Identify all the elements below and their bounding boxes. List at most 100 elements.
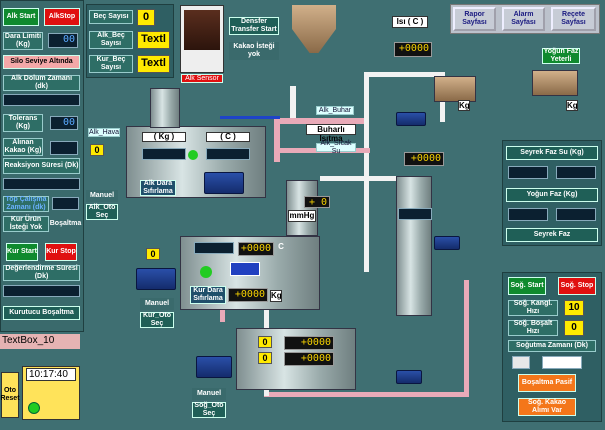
bottom-pump	[396, 370, 422, 384]
kur-bec-text: Textl	[137, 55, 170, 73]
reaksiyon-suresi-label: Reaksiyon Süresi (Dk)	[3, 158, 80, 174]
isi-label: Isı ( C )	[392, 16, 428, 28]
vessel-left-kg: Kg	[458, 100, 470, 111]
top-right-pump	[396, 112, 426, 126]
sog-motor	[196, 356, 232, 378]
pipe-blue	[220, 116, 280, 119]
alk-stop-button[interactable]: AlkStop	[44, 8, 80, 26]
kur-c-display: +0000	[238, 242, 274, 256]
alk-sicak-su-label: Alk_Sıcak Su	[316, 140, 356, 155]
alk-start-button[interactable]: Alk Start	[3, 8, 39, 26]
yogun-faz-yeterli: Yoğun Faz Yeterli	[542, 48, 580, 64]
oto-reset-button[interactable]: Oto Reset	[0, 372, 20, 418]
status-lamp-green	[28, 402, 40, 414]
seyrek-faz-label: Seyrek Faz	[506, 228, 598, 242]
degerlendirme-display[interactable]	[3, 285, 80, 297]
column-pump	[434, 236, 460, 250]
top-calisma-display[interactable]	[52, 197, 79, 210]
recete-button[interactable]: Reçete Sayfası	[551, 7, 596, 31]
yogun-faz-display-1	[508, 208, 548, 221]
pipe-top-horiz	[364, 72, 444, 77]
bosaltma-pasif-button[interactable]: Boşaltma Pasif	[518, 374, 576, 392]
rapor-button[interactable]: Rapor Sayfası	[453, 7, 496, 31]
alk-dolum-zamani-label: Alk Dolum Zamanı (dk)	[3, 75, 80, 91]
sog-kakao-button[interactable]: Soğ. Kakao Alımı Var	[518, 398, 576, 416]
alk-lamp	[188, 150, 198, 160]
alk-buhar-label: Alk_Buhar	[316, 106, 354, 115]
alk-c-display	[206, 148, 250, 160]
pipe-steam-1	[274, 118, 364, 124]
sog-start-button[interactable]: Soğ. Start	[508, 277, 546, 295]
top-calisma-label: Top Çalışma Zamanı (dk)	[3, 196, 49, 212]
kur-motor	[136, 268, 176, 290]
sogutma-zamani-display[interactable]	[512, 356, 530, 369]
pipe-steam-2	[274, 118, 280, 162]
tolerans-display[interactable]: 00	[50, 116, 78, 130]
bec-sayisi-label: Beç Sayısı	[89, 10, 133, 24]
sog-display-2: +0000	[284, 352, 334, 366]
alinan-kakao-display	[50, 141, 78, 155]
seyrek-faz-display-2	[556, 166, 596, 179]
pipe-bottom	[264, 392, 469, 397]
alk-motor	[204, 172, 244, 194]
sog-bosalt-value[interactable]: 0	[564, 320, 584, 336]
vessel-left	[434, 76, 476, 102]
dara-limiti-display[interactable]: 00	[48, 33, 78, 48]
kur-stop-button[interactable]: Kur Stop	[45, 243, 77, 261]
textbox-10[interactable]: TextBox_10	[0, 334, 80, 349]
alk-bec-text: Textl	[137, 31, 170, 49]
mmhg-label: mmHg	[288, 210, 316, 222]
kur-oto-sec-button[interactable]: Kur_Oto Seç	[140, 312, 174, 328]
sog-stop-button[interactable]: Soğ. Stop	[558, 277, 596, 295]
yogun-faz-label: Yoğun Faz (Kg)	[506, 188, 598, 202]
kur-kg-unit: Kg	[270, 290, 282, 302]
pipe-main-vert	[364, 72, 369, 272]
kur-start-button[interactable]: Kur Start	[6, 243, 38, 261]
alk-dara-sifirlama-button[interactable]: Alk Dara Sıfırlama	[140, 180, 176, 196]
sog-manuel-button[interactable]: Manuel	[192, 388, 226, 400]
alk-dolum-display[interactable]	[3, 94, 80, 106]
buhar-isitma-label: Buharlı Isıtma	[306, 124, 356, 143]
seyrek-faz-su-label: Seyrek Faz Su (Kg)	[506, 146, 598, 160]
seyrek-faz-display-1	[508, 166, 548, 179]
kur-urun-istegi-label: Kur Ürün İsteği Yok	[3, 216, 49, 232]
clock-display: 10:17:40	[26, 368, 76, 381]
alk-manuel-button[interactable]: Manuel	[86, 190, 118, 202]
distillation-column	[396, 176, 432, 316]
sogutma-zamani-display-2[interactable]	[542, 356, 582, 369]
sog-kangl-value[interactable]: 10	[564, 300, 584, 316]
alarm-button[interactable]: Alarm Sayfası	[502, 7, 545, 31]
bosaltma-label: Boşaltma	[50, 216, 81, 232]
reaksiyon-display[interactable]	[3, 178, 80, 190]
silo-seviye-alarm: Silo Seviye Altında	[3, 55, 80, 69]
mmhg-display: + 0	[304, 196, 330, 208]
alk-sensor-indicator: Alk Sensor	[181, 74, 223, 83]
kakao-istegi-label: Kakao İsteği yok	[229, 42, 279, 60]
densfer-hopper	[292, 5, 336, 53]
vessel-right	[532, 70, 578, 96]
sog-kangl-label: Soğ. Kangl. Hızı	[508, 300, 558, 316]
kur-manuel-button[interactable]: Manuel	[140, 298, 174, 310]
alk-oto-sec-button[interactable]: Alk_Oto Seç	[86, 204, 118, 220]
alinan-kakao-label: Alınan Kakao (Kg)	[3, 138, 43, 156]
sog-value-2: 0	[258, 352, 272, 364]
kg-header: ( Kg )	[142, 132, 186, 142]
tolerans-label: Tolerans (Kg)	[3, 114, 43, 132]
yogun-faz-display-2	[556, 208, 596, 221]
kur-value-1: 0	[146, 248, 160, 260]
alk-silo-fill	[184, 10, 220, 50]
sog-display-1: +0000	[284, 336, 334, 350]
sogutma-zamani-label: Soğutma Zamanı (Dk)	[508, 340, 596, 352]
pipe-vacuum	[320, 176, 410, 181]
kur-dara-sifirlama-button[interactable]: Kur Dara Sıfırlama	[190, 286, 226, 304]
kur-panel-blue	[230, 262, 260, 276]
alk-reactor-top	[150, 88, 180, 128]
sog-oto-sec-button[interactable]: Soğ_Oto Seç	[192, 402, 226, 418]
kur-bec-label: Kur_Beç Sayısı	[89, 55, 133, 73]
kur-kg-display: +0000	[228, 288, 268, 302]
kurutucu-bosaltma-button[interactable]: Kurutucu Boşaltma	[3, 306, 80, 320]
column-display	[398, 208, 432, 220]
densfer-transfer-button[interactable]: Densfer Transfer Start	[229, 17, 279, 35]
vessel-right-kg: Kg	[566, 100, 578, 111]
bec-sayisi-value: 0	[137, 9, 155, 26]
